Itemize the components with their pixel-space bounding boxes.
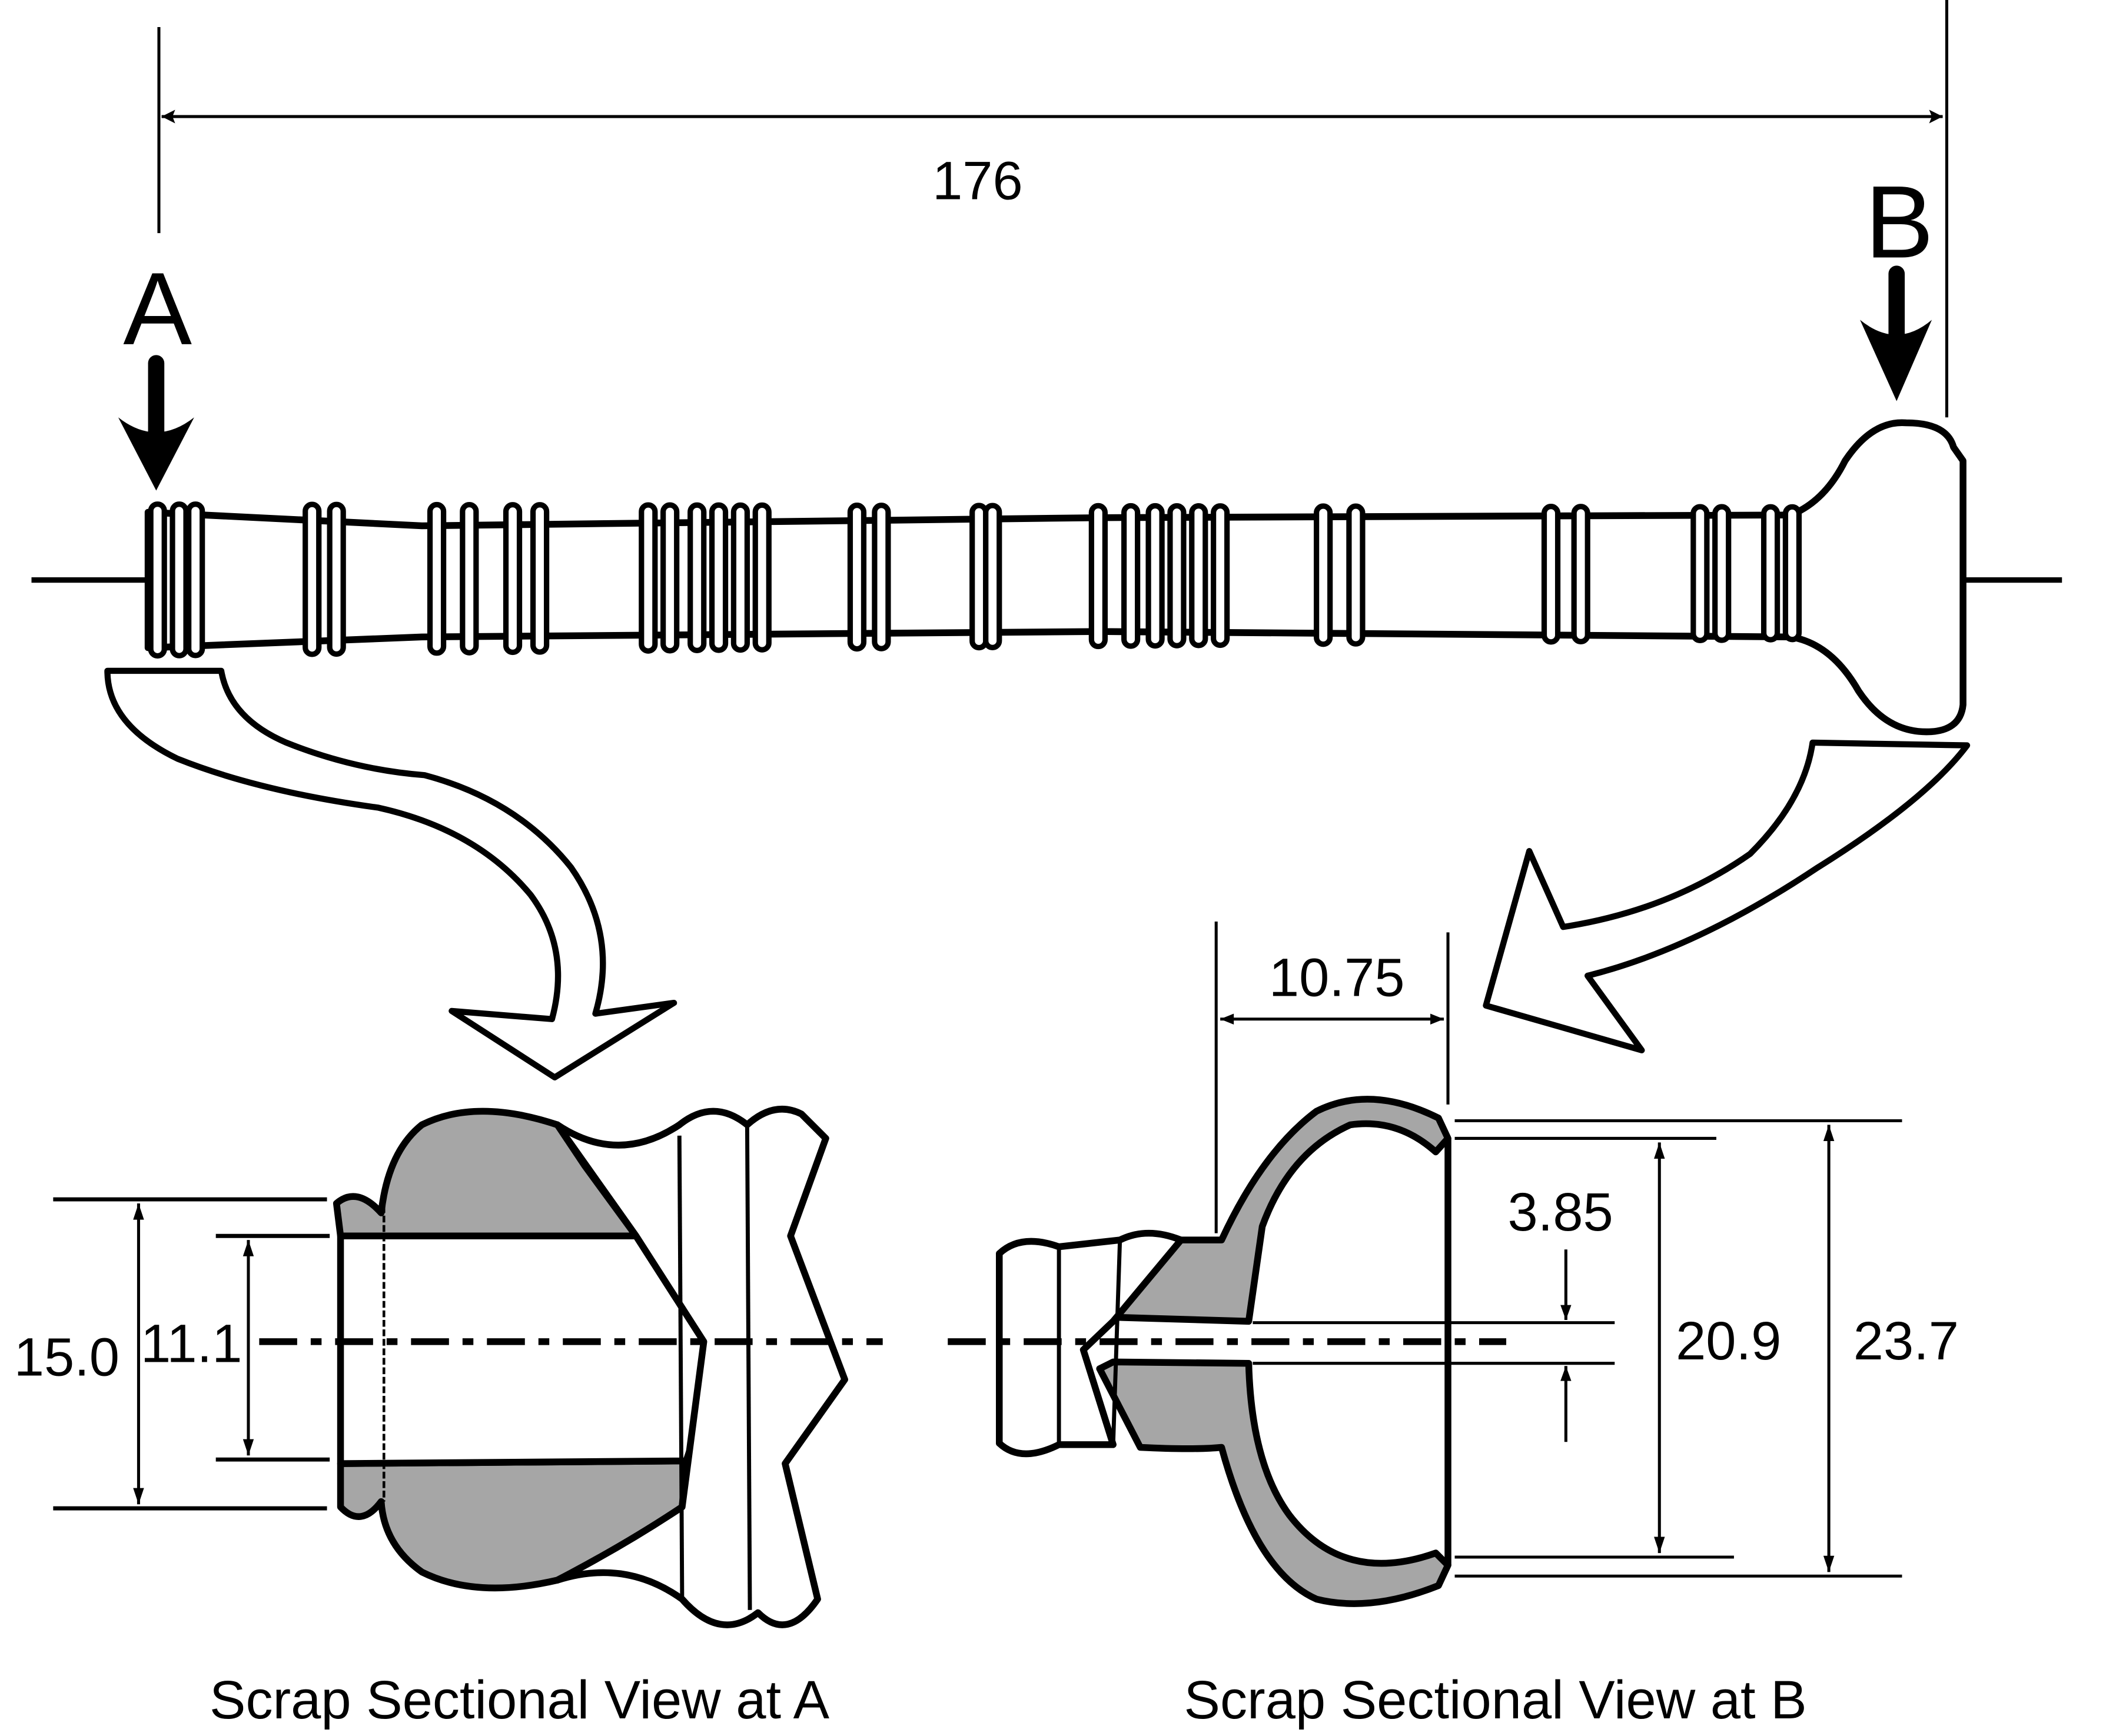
dim-hole-diameter: 3.85: [1508, 1182, 1613, 1242]
section-label-a: A: [123, 252, 192, 367]
shaft-collar-ring: [1145, 503, 1165, 649]
section-hatch-flange-lower: [1096, 1358, 1451, 1607]
sectional-view-b: 10.75 3.85 20.9 23.7 Scrap Sectional Vie…: [948, 921, 1959, 1730]
shaft-collar-ring: [1189, 503, 1208, 648]
shaft-collar-ring: [170, 501, 189, 659]
section-hatch-flange: [1109, 1096, 1451, 1325]
shaft-collar-ring: [1211, 503, 1230, 648]
shaft-collar-ring: [1167, 503, 1187, 648]
shaft-collar-ring: [1346, 503, 1366, 647]
curved-arrow-to-view-b-icon: [1483, 739, 1971, 1053]
shaft-collar-ring: [1712, 504, 1732, 643]
shaft-collar-ring: [1541, 504, 1561, 645]
collar-outline: [554, 1106, 848, 1628]
down-arrow-icon: [1860, 265, 1932, 401]
shaft-collars: [148, 501, 1802, 659]
arrowhead-icon: [1560, 1305, 1572, 1321]
dim-outer-diameter-a: 15.0: [14, 1326, 119, 1387]
section-marker-a: A: [118, 252, 194, 491]
shaft-outline: [144, 419, 1966, 736]
dim-inner-diameter: 20.9: [1676, 1311, 1781, 1371]
arrowhead-left-icon: [161, 109, 175, 124]
hub-outline: [996, 1229, 1185, 1458]
bore: [337, 1232, 709, 1467]
curved-arrow-to-view-a-icon: [104, 667, 677, 1080]
shaft-collar-ring: [709, 502, 729, 653]
shaft-collar-ring: [327, 501, 346, 657]
down-arrow-icon: [118, 355, 194, 491]
shaft-collar-ring: [1121, 503, 1141, 649]
arrowhead-right-icon: [1929, 109, 1943, 124]
shaft-collar-ring: [660, 502, 680, 654]
shaft-collar-ring: [752, 502, 772, 653]
overall-length-value: 176: [932, 151, 1023, 211]
dim-outer-diameter-b: 23.7: [1853, 1311, 1959, 1371]
shaft-collar-ring: [1760, 504, 1780, 643]
shaft: [31, 419, 2062, 736]
collar-line: [745, 1127, 752, 1610]
shaft-collar-ring: [148, 501, 167, 659]
collar-line: [677, 1135, 685, 1597]
shaft-collar-ring: [847, 503, 867, 652]
shaft-collar-ring: [983, 503, 1002, 650]
section-label-b: B: [1865, 165, 1934, 280]
shaft-collar-ring: [186, 501, 205, 659]
shaft-collar-ring: [1088, 503, 1108, 650]
overall-length-dimension: 176: [157, 0, 1949, 418]
section-marker-b: B: [1860, 165, 1934, 401]
shaft-collar-ring: [1314, 503, 1333, 647]
shaft-collar-ring: [639, 502, 658, 654]
section-hatch-top: [333, 1108, 640, 1239]
shaft-collar-ring: [1571, 504, 1590, 644]
sectional-view-a: 15.0 11.1 Scrap Sectional View at A: [14, 1106, 883, 1730]
caption-view-b: Scrap Sectional View at B: [1184, 1670, 1807, 1730]
shaft-collar-ring: [872, 503, 891, 651]
shaft-collar-ring: [730, 502, 750, 653]
arrowhead-icon: [1560, 1366, 1572, 1381]
dim-bore-diameter-a: 11.1: [141, 1313, 242, 1373]
shaft-collar-ring: [303, 501, 322, 657]
shaft-collar-ring: [1690, 504, 1710, 643]
shaft-collar-ring: [687, 502, 707, 653]
shaft-collar-ring: [460, 501, 479, 656]
caption-view-a: Scrap Sectional View at A: [210, 1670, 830, 1730]
shaft-collar-ring: [427, 501, 447, 656]
dim-flange-depth: 10.75: [1269, 947, 1405, 1008]
shaft-collar-ring: [530, 502, 550, 655]
shaft-collar-ring: [503, 502, 523, 656]
shaft-collar-ring: [1782, 504, 1802, 643]
